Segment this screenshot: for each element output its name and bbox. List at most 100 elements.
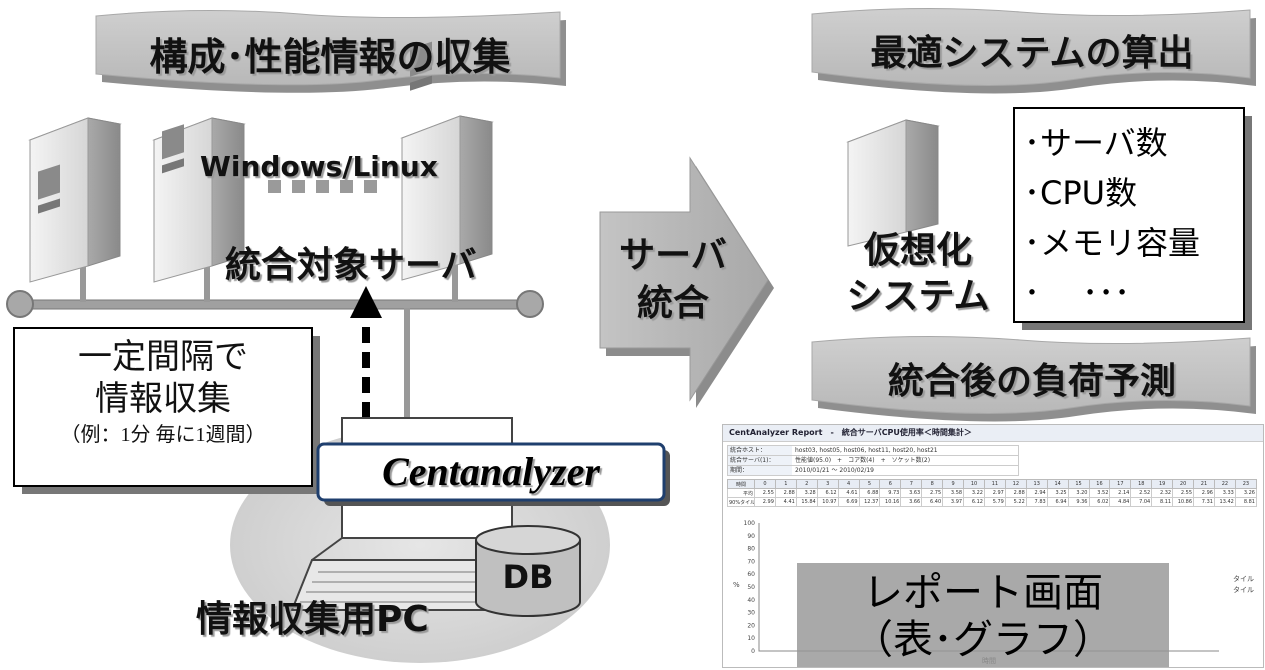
virtual-text: 仮想化 システム [828,228,1008,320]
report-meta: 統合ホスト： host03, host05, host06, host11, h… [727,445,1259,476]
collection-text: 一定間隔で 情報収集 （例：1分 毎に1週間） [14,336,312,450]
results-list: ･サーバ数 ･CPU数 ･メモリ容量 ･ ･･･ [1024,118,1242,318]
report-cell: 3.97 [942,497,965,507]
report-y-tick: 20 [747,622,755,629]
report-y-tick: 50 [747,584,755,591]
centanalyzer-box-shape [316,442,670,506]
report-cell: 6.94 [1046,497,1069,507]
more-servers-icon [268,180,377,193]
results-box-shape [1013,107,1252,330]
server-tower-2 [152,117,246,283]
report-cell: 8.11 [1151,497,1174,507]
report-cell: 6.40 [921,497,944,507]
report-col-header: 18 [1130,479,1153,489]
report-y-tick: 80 [747,546,755,553]
report-cell: 13.42 [1213,497,1236,507]
meta-value-period: 2010/01/21 ～ 2010/02/19 [795,467,874,474]
banner-forecast: 統合後の負荷予測 [887,361,1176,402]
report-cell: 3.25 [1046,488,1069,498]
banner-forecast-shape [811,335,1256,422]
report-col-header: 12 [1004,479,1027,489]
report-col-header: 19 [1151,479,1174,489]
report-y-tick: 40 [747,597,755,604]
arrow-line1: サーバ [619,235,727,276]
report-col-header: 14 [1046,479,1069,489]
report-cell: 3.33 [1213,488,1236,498]
report-cell: 2.55 [754,488,776,498]
report-col-header: 21 [1193,479,1215,489]
results-item-more: ･ ･･･ [1024,274,1131,312]
report-col-header: 10 [963,479,985,489]
report-cell: 12.37 [858,497,881,507]
report-col-header: 15 [1067,479,1090,489]
report-col-header: 2 [795,479,818,489]
collection-box-shape [13,327,320,494]
report-cell: 6.69 [837,497,860,507]
report-col-header: 20 [1172,479,1195,489]
report-cell: 3.58 [942,488,965,498]
report-col-header: 5 [858,479,881,489]
banner-collect: 構成･性能情報の収集 [149,35,511,79]
report-screen: CentAnalyzer Report - 統合サーバCPU使用率＜時間集計＞ … [722,424,1264,668]
meta-value-server: 性能値(95.0) + コア数(4) + ソケット数(2) [795,457,931,464]
banner-optimal: 最適システムの算出 [870,33,1194,74]
results-item-memory: ･メモリ容量 [1024,224,1201,262]
report-cell: 2.88 [1004,488,1027,498]
report-overlay-line1: レポート画面 [863,570,1103,616]
report-cell: 7.04 [1130,497,1153,507]
report-y-tick: 30 [747,610,755,617]
report-col-header: 4 [837,479,860,489]
report-col-header: 0 [754,479,776,489]
report-col-header: 3 [816,479,839,489]
results-item-cpu: ･CPU数 [1024,174,1138,212]
report-cell: 3.26 [1234,488,1258,498]
report-y-tick: 70 [747,558,755,565]
report-cell: 3.20 [1067,488,1090,498]
meta-label-server: 統合サーバ(1)： [728,456,792,465]
report-cell: 2.32 [1151,488,1174,498]
report-cell: 2.52 [1130,488,1153,498]
report-cell: 15.84 [795,497,818,507]
report-col-header: 17 [1109,479,1132,489]
meta-label-period: 期間： [728,466,792,475]
pc-caption: 情報収集用PC [196,599,429,640]
report-cell: 90%タイル [727,497,755,507]
report-cell: 10.86 [1172,497,1195,507]
report-cell: 8.81 [1234,497,1258,507]
report-cell: 6.12 [816,488,839,498]
report-col-header: 13 [1025,479,1048,489]
target-servers-label: 統合対象サーバ [225,245,477,286]
consolidation-arrow-shape [599,156,774,408]
report-cell: 4.61 [837,488,860,498]
report-overlay-line2: （表･グラフ） [853,617,1113,663]
banner-optimal-shape [811,7,1256,94]
arrow-line2: 統合 [636,283,709,324]
centanalyzer-label: Centanalyzer [382,449,600,494]
report-col-header: 9 [942,479,965,489]
banner-collect-shape [95,9,566,93]
report-cell: 4.84 [1109,497,1132,507]
arrow-text: サーバ 統合 [598,232,748,328]
report-cell: 5.79 [983,497,1006,507]
report-y-tick: 100 [744,520,756,527]
report-header: CentAnalyzer Report - 統合サーバCPU使用率＜時間集計＞ [723,425,1263,442]
report-col-header: 16 [1088,479,1111,489]
upload-arrow-icon [350,286,382,418]
network-bus [6,264,544,418]
report-cell: 10.16 [879,497,902,507]
report-col-header: 時間 [727,479,755,489]
report-legend-item: タイル [1233,585,1254,594]
server-tower-3 [400,41,494,281]
report-cell: 6.12 [963,497,985,507]
report-cell: 5.22 [1004,497,1027,507]
report-cell: 2.75 [921,488,944,498]
report-cell: 2.88 [774,488,797,498]
report-y-tick: 90 [747,533,755,540]
report-cell: 10.97 [816,497,839,507]
report-y-tick: 10 [747,635,755,642]
report-cell: 7.83 [1025,497,1048,507]
report-cell: 6.02 [1088,497,1111,507]
report-cell: 9.73 [879,488,902,498]
